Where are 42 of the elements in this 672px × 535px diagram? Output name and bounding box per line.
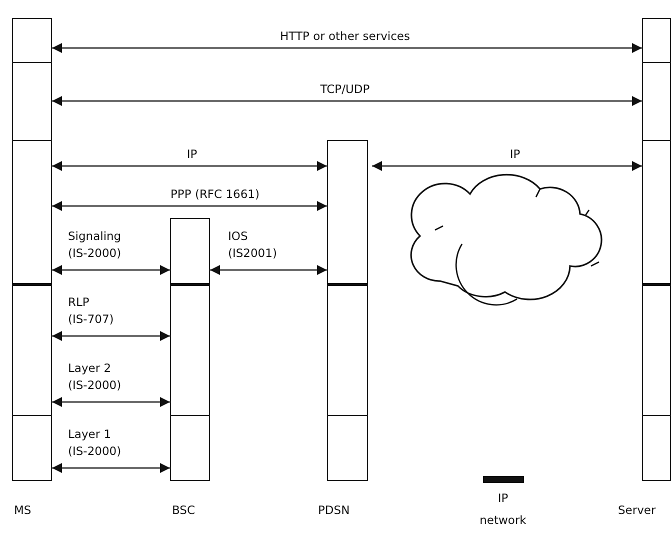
protocol-layer-box — [642, 415, 671, 481]
edge-label: IOS (IS2001) — [228, 228, 277, 262]
edge-label: HTTP or other services — [280, 28, 410, 45]
protocol-layer-box — [327, 140, 368, 284]
protocol-layer-box — [170, 283, 210, 416]
double-arrow — [52, 96, 642, 106]
protocol-layer-box — [12, 283, 52, 416]
double-arrow — [372, 161, 642, 171]
double-arrow — [52, 265, 170, 275]
double-arrow — [52, 397, 170, 407]
protocol-layer-box — [642, 283, 671, 416]
protocol-layer-box — [170, 415, 210, 481]
protocol-layer-box — [12, 140, 52, 284]
edge-label: IP — [510, 146, 520, 163]
edge-label: Layer 2 (IS-2000) — [68, 360, 122, 394]
edge-label: IP — [186, 146, 198, 163]
double-arrow — [52, 43, 642, 53]
edge-label: Signaling (IS-2000) — [68, 228, 122, 262]
node-label: MS — [14, 502, 32, 519]
edge-label: PPP (RFC 1661) — [170, 186, 260, 203]
protocol-layer-box — [642, 140, 671, 284]
edge-label: RLP (IS-707) — [68, 294, 114, 328]
edge-label: TCP/UDP — [320, 81, 370, 98]
legend-label: IP network — [478, 490, 528, 529]
protocol-layer-box — [327, 283, 368, 416]
double-arrow — [52, 161, 327, 171]
protocol-layer-box — [327, 415, 368, 481]
node-label: BSC — [172, 502, 196, 519]
protocol-layer-box — [642, 18, 671, 63]
node-label: PDSN — [318, 502, 350, 519]
protocol-layer-box — [12, 415, 52, 481]
cloud-shape — [410, 174, 602, 306]
protocol-layer-box — [642, 62, 671, 141]
double-arrow — [52, 331, 170, 341]
protocol-layer-box — [12, 62, 52, 141]
edge-label: Layer 1 (IS-2000) — [68, 426, 122, 460]
double-arrow — [210, 265, 327, 275]
node-label: Server — [618, 502, 656, 519]
double-arrow — [52, 201, 327, 211]
protocol-layer-box — [12, 18, 52, 63]
double-arrow — [52, 463, 170, 473]
protocol-layer-box — [170, 218, 210, 284]
